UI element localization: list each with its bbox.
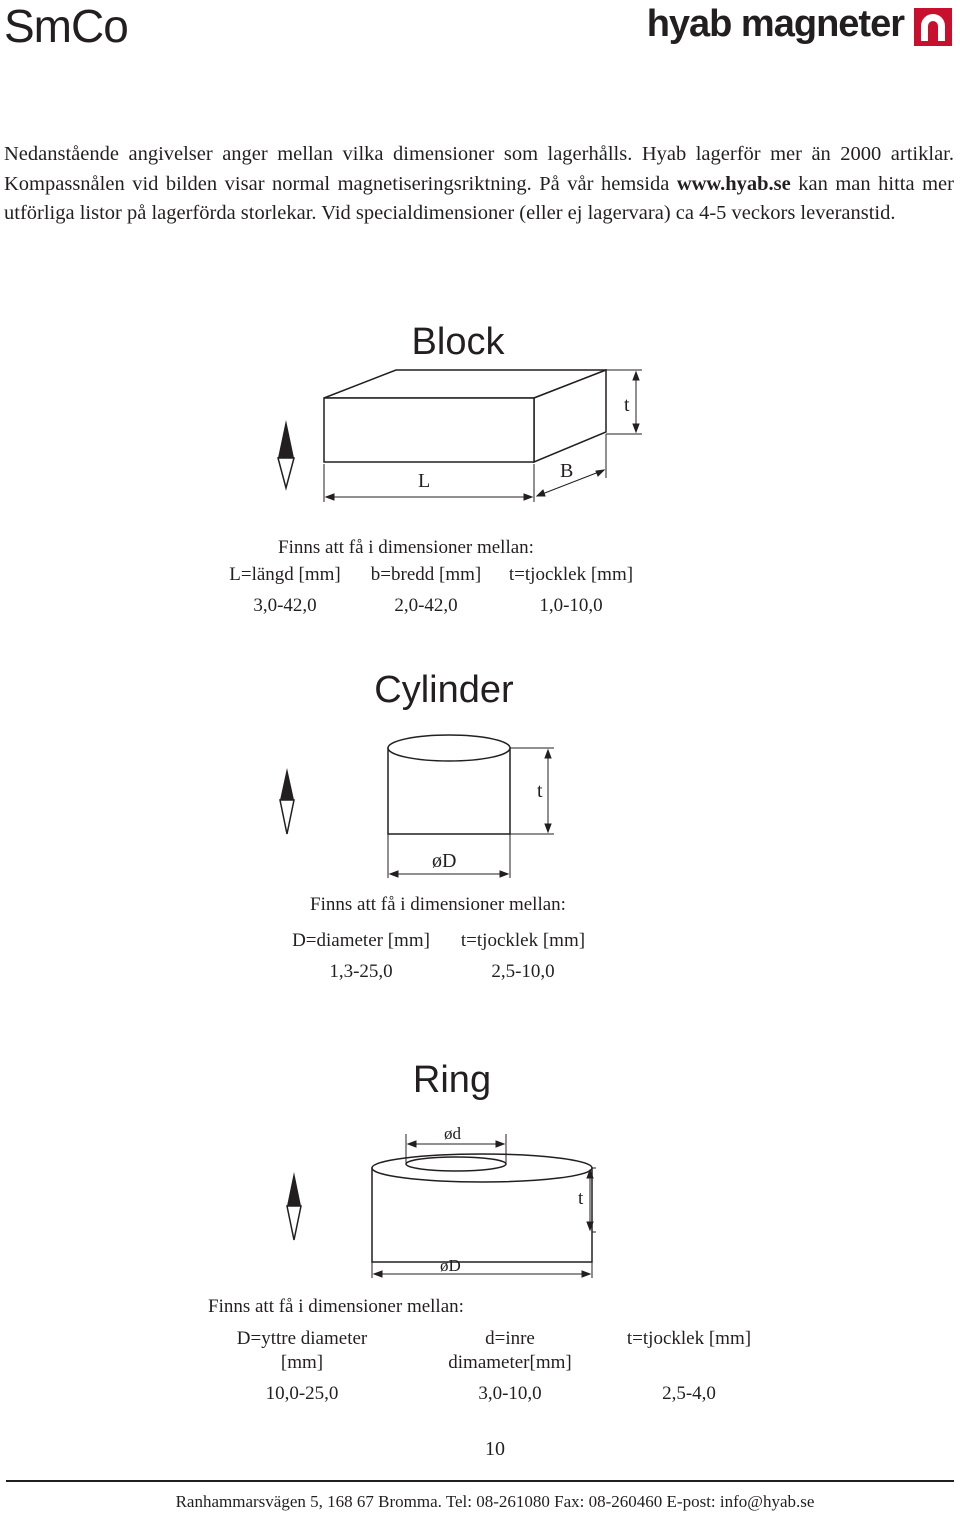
ring-shape (371, 1153, 593, 1263)
cylinder-header-thickness: t=tjocklek [mm] (460, 930, 586, 951)
brand-name: hyab magneter (646, 3, 905, 45)
cylinder-value-diameter: 1,3-25,0 (329, 961, 393, 982)
horseshoe-magnet-icon (914, 8, 952, 46)
footer-divider (6, 1480, 954, 1482)
block-diagram (277, 368, 642, 502)
cylinder-shape (387, 734, 511, 835)
cylinder-availability-intro: Finns att få i dimensioner mellan: (310, 894, 566, 915)
ring-header-outer-diameter: D=yttre diameter [mm] (222, 1327, 382, 1375)
ring-header-inner-diameter-line1: d=inre (485, 1328, 535, 1349)
ring-value-thickness: 2,5-4,0 (662, 1383, 716, 1404)
intro-text: Nedanstående angivelser anger mellan vil… (4, 143, 954, 195)
cylinder-header-diameter: D=diameter [mm] (292, 930, 430, 951)
block-header-thickness: t=tjocklek [mm] (508, 564, 634, 585)
block-header-length: L=längd [mm] (229, 564, 341, 585)
intro-text-continued: kan man hitta mer utförliga listor på la… (4, 172, 954, 225)
ring-label-inner-diameter: ød (444, 1124, 461, 1143)
block-value-thickness: 1,0-10,0 (539, 595, 603, 616)
ring-value-inner-diameter: 3,0-10,0 (478, 1383, 542, 1404)
ring-header-thickness-line1: t=tjocklek [mm] (626, 1328, 752, 1349)
block-label-b: B (560, 460, 574, 482)
ring-value-outer-diameter: 10,0-25,0 (265, 1383, 339, 1404)
cylinder-diagram (279, 734, 554, 878)
footer-contact: Ranhammarsvägen 5, 168 67 Bromma. Tel: 0… (175, 1492, 815, 1511)
ring-header-inner-diameter-line2: dimameter[mm] (448, 1352, 572, 1373)
block-dimension-lines (323, 369, 642, 502)
intro-paragraph: Nedanstående angivelser anger mellan vil… (4, 140, 954, 229)
block-value-width: 2,0-42,0 (394, 595, 458, 616)
ring-label-t: t (578, 1188, 584, 1209)
page-number: 10 (485, 1438, 505, 1460)
block-label-t: t (624, 394, 630, 416)
cylinder-dimension-lines (387, 747, 554, 878)
ring-availability-intro: Finns att få i dimensioner mellan: (208, 1296, 464, 1317)
ring-diagram (286, 1134, 596, 1278)
block-shape (323, 368, 607, 464)
compass-needle-icon (286, 1172, 302, 1241)
cylinder-title: Cylinder (374, 669, 514, 711)
ring-label-outer-diameter: øD (440, 1256, 461, 1275)
product-name: SmCo (4, 0, 129, 52)
ring-dimension-lines (371, 1134, 596, 1278)
ring-header-thickness: t=tjocklek [mm] (612, 1327, 766, 1351)
cylinder-label-diameter: øD (432, 850, 457, 872)
compass-needle-icon (279, 768, 295, 835)
ring-header-outer-diameter-line2: [mm] (280, 1352, 324, 1373)
website-link[interactable]: www.hyab.se (676, 172, 791, 195)
cylinder-label-t: t (537, 780, 543, 802)
compass-needle-icon (277, 420, 295, 491)
block-title: Block (411, 321, 505, 363)
ring-title: Ring (412, 1059, 492, 1101)
block-label-l: L (418, 470, 431, 492)
block-header-width: b=bredd [mm] (370, 564, 482, 585)
ring-header-outer-diameter-line1: D=yttre diameter (236, 1328, 368, 1349)
block-value-length: 3,0-42,0 (253, 595, 317, 616)
cylinder-value-thickness: 2,5-10,0 (491, 961, 555, 982)
block-availability-intro: Finns att få i dimensioner mellan: (278, 537, 534, 558)
ring-header-inner-diameter: d=inre dimameter[mm] (430, 1327, 590, 1375)
